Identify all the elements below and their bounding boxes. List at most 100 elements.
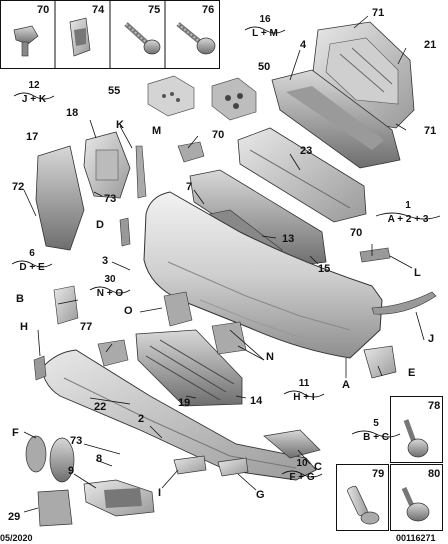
grille-23-drawing bbox=[237, 127, 367, 223]
callout-70-right: 70 bbox=[350, 227, 363, 239]
callout-F: F bbox=[12, 427, 19, 439]
group-5-number: 5 bbox=[373, 418, 379, 429]
box-label-75: 75 bbox=[148, 4, 161, 16]
group-braces bbox=[11, 26, 441, 478]
bracket-18-drawing bbox=[83, 131, 131, 199]
kit-55-drawing bbox=[147, 75, 195, 117]
callout-29: 29 bbox=[8, 511, 21, 523]
fastener-box-row bbox=[0, 0, 220, 69]
box-label-74: 74 bbox=[92, 4, 105, 16]
callout-71-top: 71 bbox=[372, 7, 385, 19]
group-5: 5 B + C bbox=[352, 418, 400, 443]
plate-N-drawing bbox=[211, 321, 247, 355]
callout-22: 22 bbox=[94, 401, 107, 413]
callout-D: D bbox=[96, 219, 104, 231]
callout-G: G bbox=[256, 489, 265, 501]
callout-2: 2 bbox=[138, 413, 145, 425]
callout-17: 17 bbox=[26, 131, 39, 143]
group-11-parts: H + I bbox=[293, 392, 315, 403]
group-1-parts: A + 2 + 3 bbox=[387, 214, 429, 225]
callout-13: 13 bbox=[282, 233, 295, 245]
callout-A: A bbox=[342, 379, 350, 391]
part-L-drawing bbox=[359, 247, 391, 263]
fastener-box-column bbox=[336, 396, 443, 531]
callout-23: 23 bbox=[300, 145, 313, 157]
fog-surround-drawing bbox=[25, 435, 155, 517]
callout-M: M bbox=[152, 125, 162, 137]
callout-N: N bbox=[266, 351, 274, 363]
plate-29-drawing bbox=[37, 489, 73, 527]
callout-I: I bbox=[158, 487, 162, 499]
group-30-parts: N + O bbox=[96, 288, 124, 299]
box-label-70: 70 bbox=[37, 4, 50, 16]
kit-50-drawing bbox=[211, 77, 257, 121]
callout-21: 21 bbox=[424, 39, 437, 51]
callout-3: 3 bbox=[102, 255, 109, 267]
callout-71-right: 71 bbox=[424, 125, 437, 137]
footer-date: 05/2020 bbox=[0, 533, 33, 543]
leader-lines bbox=[23, 15, 425, 513]
group-5-parts: B + C bbox=[363, 432, 389, 443]
callout-H: H bbox=[20, 321, 28, 333]
callout-73-upper: 73 bbox=[104, 193, 117, 205]
box-label-79: 79 bbox=[372, 468, 385, 480]
group-10-number: 10 bbox=[296, 458, 308, 469]
group-10: 10 F + G bbox=[282, 458, 322, 483]
group-30: 30 N + O bbox=[90, 274, 130, 299]
callout-4: 4 bbox=[300, 39, 307, 51]
moulding-J-drawing bbox=[371, 291, 437, 315]
group-12-number: 12 bbox=[28, 80, 40, 91]
part-B-drawing bbox=[53, 285, 79, 325]
group-1: 1 A + 2 + 3 bbox=[376, 200, 440, 225]
group-12-parts: J + K bbox=[21, 94, 47, 105]
screw-75-drawing bbox=[124, 22, 161, 55]
clip-70-drawing bbox=[13, 25, 39, 57]
callout-55: 55 bbox=[108, 85, 121, 97]
lamp-I-drawing bbox=[173, 455, 207, 475]
part-D-drawing bbox=[119, 217, 131, 247]
group-16-number: 16 bbox=[259, 14, 271, 25]
callout-19: 19 bbox=[178, 397, 191, 409]
bracket-E-drawing bbox=[363, 345, 397, 379]
callout-50: 50 bbox=[258, 61, 271, 73]
callout-C: C bbox=[314, 461, 322, 473]
callout-14: 14 bbox=[250, 395, 263, 407]
box-label-80: 80 bbox=[428, 468, 441, 480]
callout-7: 7 bbox=[186, 181, 193, 193]
trim-strip-K-drawing bbox=[135, 145, 147, 199]
group-6-number: 6 bbox=[29, 248, 35, 259]
group-11: 11 H + I bbox=[284, 378, 324, 403]
group-12: 12 J + K bbox=[14, 80, 54, 105]
clip-M-drawing bbox=[177, 141, 205, 163]
callout-K: K bbox=[116, 119, 124, 131]
group-16: 16 L + M bbox=[245, 14, 285, 39]
lower-bumper-2-drawing bbox=[41, 349, 317, 481]
screw-76-drawing bbox=[176, 22, 216, 55]
callout-72: 72 bbox=[12, 181, 25, 193]
box-label-78: 78 bbox=[428, 400, 441, 412]
grille-frame-4-drawing bbox=[271, 69, 401, 169]
callout-73-lower: 73 bbox=[70, 435, 83, 447]
group-1-number: 1 bbox=[405, 200, 411, 211]
group-6: 6 D + E bbox=[12, 248, 52, 273]
clip-74-drawing bbox=[69, 17, 91, 57]
callout-E: E bbox=[408, 367, 416, 379]
bolt-80-drawing bbox=[401, 486, 430, 522]
bolt-78-drawing bbox=[403, 419, 429, 458]
group-10-parts: F + G bbox=[289, 472, 315, 483]
callout-B: B bbox=[16, 293, 24, 305]
box-label-76: 76 bbox=[202, 4, 215, 16]
footer-reference: 00116271 bbox=[396, 533, 436, 543]
callout-8: 8 bbox=[96, 453, 103, 465]
bracket-C-drawing bbox=[263, 429, 321, 459]
callout-77: 77 bbox=[80, 321, 93, 333]
callout-9: 9 bbox=[68, 465, 75, 477]
group-11-number: 11 bbox=[298, 378, 310, 389]
callout-L: L bbox=[414, 267, 421, 279]
callout-J: J bbox=[428, 333, 435, 345]
callout-18: 18 bbox=[66, 107, 79, 119]
lamp-G-drawing bbox=[217, 457, 249, 477]
group-30-number: 30 bbox=[104, 274, 116, 285]
pin-79-drawing bbox=[347, 485, 380, 525]
